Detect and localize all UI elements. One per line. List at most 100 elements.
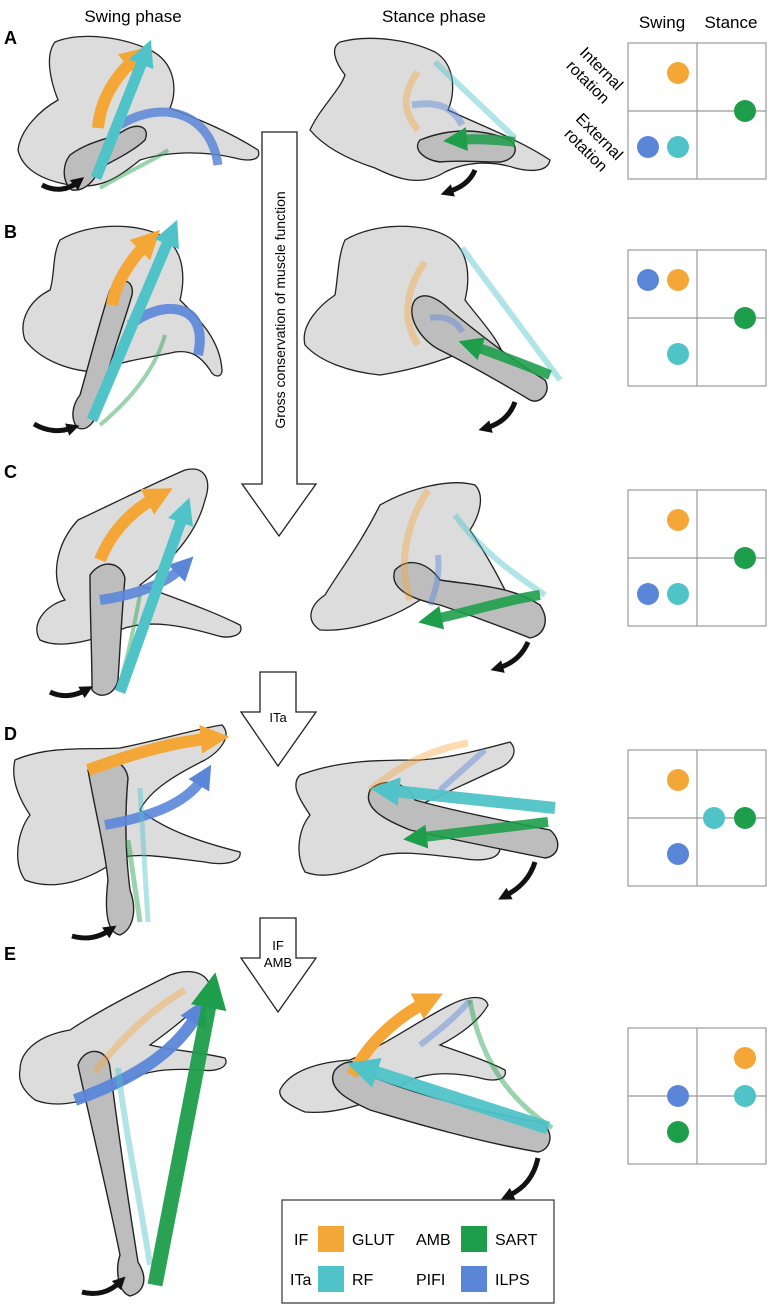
pelvis-bone	[17, 35, 260, 187]
femur-bone	[89, 563, 126, 696]
dot-rf	[734, 1085, 756, 1107]
femur-bone	[87, 758, 135, 936]
femur-bone	[393, 561, 546, 639]
rotation-arrow	[81, 1276, 126, 1297]
panel-e-stance-illustration	[279, 993, 554, 1200]
glut-muscle	[404, 259, 428, 347]
ilps-muscle	[104, 764, 212, 830]
svg-text:ITa: ITa	[290, 1272, 311, 1289]
panel-e-swing-illustration	[18, 971, 227, 1297]
quadrant-grid-e	[627, 1027, 767, 1165]
panel-letter-b: B	[4, 222, 17, 242]
rf-muscle	[115, 1067, 153, 1266]
rf-muscle	[452, 513, 547, 598]
sart-muscle	[418, 590, 541, 630]
grid-stance-header: Stance	[705, 13, 758, 32]
ilps-muscle	[72, 997, 207, 1106]
rf-muscle	[86, 219, 179, 423]
rotation-arrow	[32, 421, 80, 436]
panel-b-stance-illustration	[303, 225, 563, 433]
dot-ilps	[667, 1085, 689, 1107]
dot-sart	[667, 1121, 689, 1143]
sart-muscle	[125, 839, 143, 923]
ilps-muscle	[411, 100, 466, 127]
stance-phase-header: Stance phase	[382, 7, 486, 26]
dot-rf	[703, 807, 725, 829]
glut-muscle	[92, 986, 187, 1075]
external-rotation-label: External rotation	[561, 110, 626, 175]
dot-ilps	[667, 843, 689, 865]
rf-muscle	[370, 777, 556, 814]
internal-rotation-label: Internal rotation	[563, 44, 626, 107]
dot-ilps	[637, 269, 659, 291]
ilps-muscle	[117, 107, 223, 166]
transition-arrow-conservation: Gross conservation of muscle function	[240, 131, 318, 538]
svg-text:AMB: AMB	[264, 955, 292, 970]
dot-ilps	[637, 583, 659, 605]
dot-glut	[734, 1047, 756, 1069]
sart-muscle	[98, 334, 167, 427]
rf-muscle	[459, 246, 563, 382]
sart-muscle	[98, 148, 170, 190]
glut-muscle	[400, 488, 431, 602]
glut-muscle	[106, 229, 161, 307]
rotation-arrow	[478, 401, 518, 433]
rf-muscle	[432, 59, 518, 141]
svg-text:IF: IF	[294, 1232, 308, 1249]
svg-text:ITa: ITa	[269, 710, 287, 725]
rotation-arrow	[498, 861, 538, 900]
legend-item-rf: ITa RF	[290, 1266, 374, 1292]
dot-rf	[667, 136, 689, 158]
rf-muscle	[90, 39, 154, 181]
legend: IF GLUT AMB SART ITa RF PIFI ILPS	[281, 1199, 555, 1304]
grid-swing-header: Swing	[639, 13, 685, 32]
dot-glut	[667, 509, 689, 531]
dot-sart	[734, 100, 756, 122]
dot-sart	[734, 547, 756, 569]
panel-d-swing-illustration	[13, 724, 241, 941]
svg-text:SART: SART	[495, 1232, 538, 1249]
femur-bone	[77, 1050, 145, 1297]
sart-muscle	[403, 817, 549, 849]
dot-glut	[667, 269, 689, 291]
rotation-arrow	[500, 1157, 541, 1200]
svg-text:IF: IF	[272, 938, 284, 953]
svg-text:GLUT: GLUT	[352, 1232, 395, 1249]
rf-muscle	[347, 1057, 550, 1135]
quadrant-grid-c	[627, 489, 767, 627]
ilps-muscle	[438, 747, 487, 793]
panel-letter-e: E	[4, 944, 16, 964]
transition-arrow-if-amb: IF AMB	[239, 917, 318, 1014]
legend-item-sart: AMB SART	[416, 1226, 538, 1252]
dot-sart	[734, 307, 756, 329]
sart-muscle	[467, 999, 554, 1131]
panel-letter-d: D	[4, 724, 17, 744]
ilps-muscle	[99, 556, 194, 605]
rotation-arrow	[71, 925, 117, 941]
panel-c-swing-illustration	[36, 468, 242, 699]
glut-muscle	[402, 69, 421, 133]
panel-a-swing-illustration	[17, 35, 260, 192]
ilps-muscle	[418, 998, 473, 1048]
legend-item-glut: IF GLUT	[294, 1226, 395, 1252]
dot-rf	[667, 343, 689, 365]
svg-text:Gross conservation of muscle f: Gross conservation of muscle function	[272, 191, 288, 428]
rf-muscle	[137, 787, 151, 923]
panel-b-swing-illustration	[22, 219, 223, 436]
rotation-arrow	[440, 168, 478, 197]
sart-muscle	[458, 337, 552, 380]
dot-ilps	[637, 136, 659, 158]
panel-c-stance-illustration	[310, 482, 547, 673]
glut-muscle	[85, 724, 230, 776]
rotation-arrow	[490, 640, 531, 673]
ilps-muscle	[429, 314, 465, 334]
panel-letter-a: A	[4, 28, 17, 48]
quadrant-grid-d	[627, 749, 767, 887]
glut-muscle	[94, 488, 173, 563]
svg-text:PIFI: PIFI	[416, 1272, 445, 1289]
transition-arrow-ita: ITa	[239, 671, 318, 768]
panel-a-stance-illustration	[309, 37, 551, 197]
panel-letter-c: C	[4, 462, 17, 482]
ilps-muscle	[427, 554, 442, 607]
